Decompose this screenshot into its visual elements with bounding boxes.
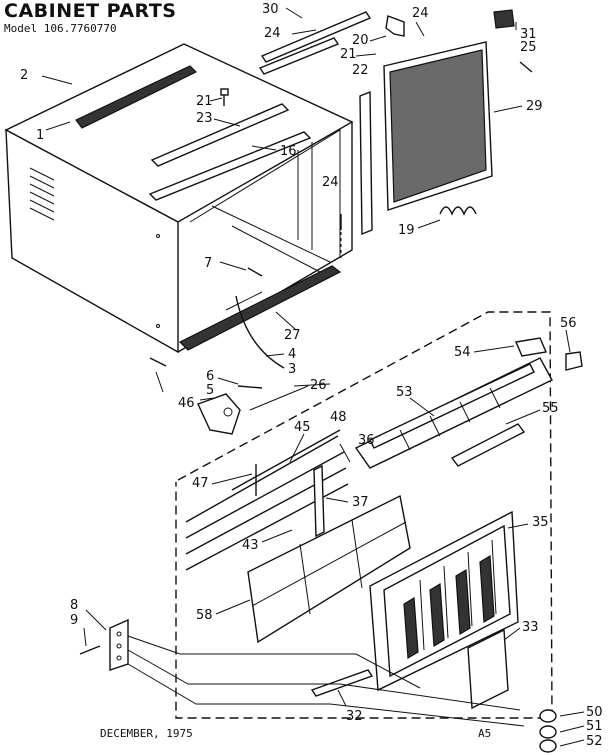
part-9-fastener: [79, 645, 101, 655]
parts-50-52-connectors: [539, 709, 557, 753]
part-5-screw: [149, 357, 167, 367]
label-part-45: 45: [294, 420, 311, 435]
label-part-24-top: 24: [264, 26, 281, 41]
part-8-plate: [109, 618, 129, 671]
label-part-46: 46: [178, 396, 195, 411]
label-part-43: 43: [242, 538, 259, 553]
label-part-26: 26: [310, 378, 327, 393]
label-part-52: 52: [586, 734, 603, 749]
label-part-24-mid: 24: [322, 175, 339, 190]
label-part-23: 23: [196, 111, 213, 126]
part-55-slide-bar: [450, 423, 526, 467]
part-6-screw: [237, 385, 263, 389]
label-part-25: 25: [520, 40, 537, 55]
footer-page-code: A5: [478, 727, 492, 740]
model-number: Model 106.7760770: [4, 22, 117, 35]
label-part-53: 53: [396, 385, 413, 400]
part-1-top-seal: [75, 65, 198, 129]
chassis-group-outline: [175, 311, 553, 719]
label-part-48: 48: [330, 410, 347, 425]
part-23-rail: [150, 103, 290, 167]
label-part-37: 37: [352, 495, 369, 510]
label-part-50: 50: [586, 705, 603, 720]
label-part-16: 16: [280, 144, 297, 159]
label-part-2: 2: [20, 68, 28, 83]
part-19-clip: [439, 206, 477, 216]
label-part-54: 54: [454, 345, 471, 360]
label-part-21-right: 21: [340, 47, 357, 62]
part-30-rail: [260, 11, 372, 63]
label-part-47: 47: [192, 476, 209, 491]
label-part-56: 56: [560, 316, 577, 331]
cabinet-shell: [4, 43, 354, 354]
footer-date: DECEMBER, 1975: [100, 727, 193, 740]
label-part-29: 29: [526, 99, 543, 114]
label-part-30: 30: [262, 2, 279, 17]
part-22-strip: [359, 90, 373, 236]
part-4-drain-tube: [235, 295, 285, 369]
label-part-9: 9: [70, 613, 78, 628]
label-part-55: 55: [542, 401, 559, 416]
label-part-20: 20: [352, 33, 369, 48]
part-29-filter-panel: [383, 41, 493, 211]
label-part-51: 51: [586, 719, 603, 734]
leader-lines: [41, 7, 585, 747]
label-part-4: 4: [288, 347, 296, 362]
part-21-screw: [220, 88, 229, 106]
part-53-control-bracket: [354, 357, 553, 469]
label-part-6: 6: [206, 369, 214, 384]
part-58-filter: [247, 494, 411, 644]
label-part-36: 36: [358, 433, 375, 448]
part-48-post: [313, 464, 325, 538]
label-part-3: 3: [288, 362, 296, 377]
part-7-screw: [247, 267, 263, 277]
part-32-rail: [310, 669, 374, 697]
label-part-21-top: 21: [196, 94, 213, 109]
label-part-19: 19: [398, 223, 415, 238]
part-25-screw: [519, 61, 533, 73]
part-31-pad: [493, 9, 515, 29]
part-56-knob: [565, 351, 583, 371]
part-33-panel: [467, 628, 509, 710]
part-26-bracket: [197, 393, 241, 435]
label-part-33: 33: [522, 620, 539, 635]
label-part-8: 8: [70, 598, 78, 613]
label-part-22: 22: [352, 63, 369, 78]
label-part-5: 5: [206, 383, 214, 398]
label-part-24-right: 24: [412, 6, 429, 21]
label-part-58: 58: [196, 608, 213, 623]
label-part-35: 35: [532, 515, 549, 530]
part-54-switch: [515, 337, 547, 357]
label-part-1: 1: [36, 128, 44, 143]
part-35-main-panel: [369, 510, 519, 692]
label-part-27: 27: [284, 328, 301, 343]
part-20-bracket: [385, 15, 405, 37]
part-24-bar-top: [258, 37, 340, 75]
label-part-7: 7: [204, 256, 212, 271]
page-title: CABINET PARTS: [4, 0, 177, 22]
label-part-31: 31: [520, 27, 537, 42]
label-part-32: 32: [346, 709, 363, 724]
